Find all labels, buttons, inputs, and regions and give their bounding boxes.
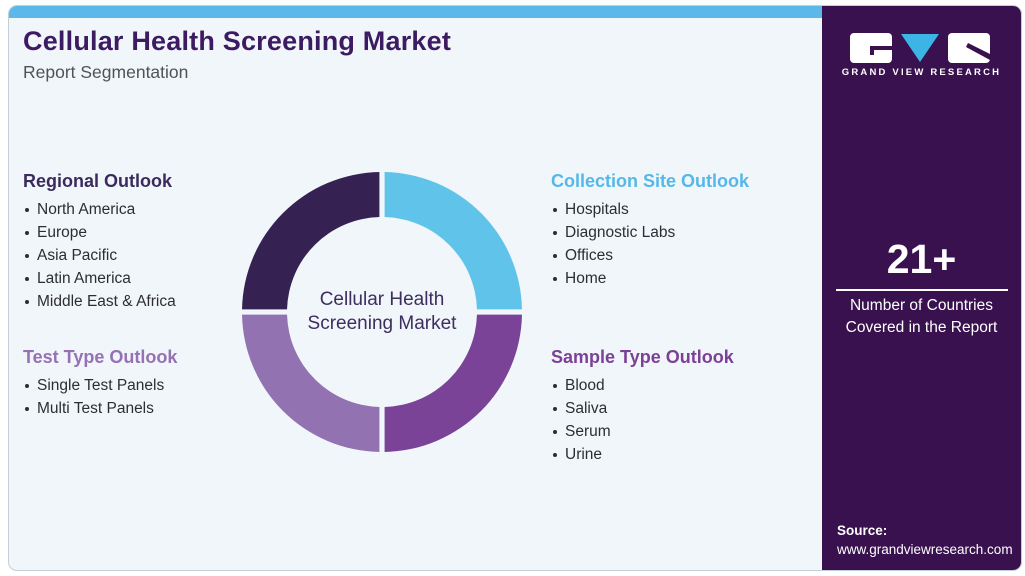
bullet-icon — [553, 276, 557, 281]
bullet-icon — [25, 383, 29, 388]
section-title-sample-type: Sample Type Outlook — [551, 347, 734, 367]
list-item: Urine — [551, 443, 791, 466]
list-item: Blood — [551, 374, 791, 397]
list-item: Single Test Panels — [23, 374, 253, 397]
donut-center-line1: Cellular Health — [319, 288, 445, 310]
stat-divider — [836, 289, 1008, 291]
stat-label-line1: Number of Countries — [849, 297, 993, 314]
donut-segment-sample-type — [384, 314, 522, 452]
bullet-icon — [25, 253, 29, 258]
countries-stat-label: Number of Countries Covered in the Repor… — [822, 295, 1021, 339]
bullet-icon — [25, 406, 29, 411]
list-item-label: Latin America — [37, 270, 131, 287]
source-label: Source: — [837, 523, 888, 538]
donut-segment-test-type — [242, 314, 380, 452]
donut-center-label: Cellular Health Screening Market — [232, 162, 532, 462]
donut-chart: Cellular Health Screening Market — [232, 162, 532, 462]
donut-rings — [242, 172, 522, 452]
bullet-icon — [25, 207, 29, 212]
list-item-label: Middle East & Africa — [37, 293, 176, 310]
list-item-label: Blood — [565, 377, 605, 394]
top-accent-bar — [9, 6, 824, 18]
page-subtitle: Report Segmentation — [23, 62, 189, 82]
list-item: North America — [23, 198, 253, 221]
bullet-icon — [25, 276, 29, 281]
donut-segment-collection-site — [384, 172, 522, 310]
list-item-label: Europe — [37, 224, 87, 241]
list-item: Latin America — [23, 267, 253, 290]
bullet-icon — [553, 230, 557, 235]
bullet-icon — [25, 299, 29, 304]
bullet-icon — [553, 406, 557, 411]
bullet-icon — [553, 429, 557, 434]
list-item-label: North America — [37, 201, 136, 218]
list-item: Middle East & Africa — [23, 290, 253, 313]
list-item: Multi Test Panels — [23, 397, 253, 420]
list-item-label: Serum — [565, 423, 611, 440]
main-panel: Cellular Health Screening Market Report … — [9, 6, 824, 572]
list-item-label: Hospitals — [565, 201, 629, 218]
donut-segment-regional — [242, 172, 380, 310]
list-item-label: Urine — [565, 446, 603, 463]
bullet-icon — [553, 207, 557, 212]
gvr-logo — [822, 30, 1021, 66]
list-item: Asia Pacific — [23, 244, 253, 267]
stat-label-line2: Covered in the Report — [845, 319, 998, 336]
list-item-label: Multi Test Panels — [37, 400, 154, 417]
list-item: Offices — [551, 244, 791, 267]
list-item: Hospitals — [551, 198, 791, 221]
brand-name: GRAND VIEW RESEARCH — [841, 67, 1002, 78]
list-item: Europe — [23, 221, 253, 244]
list-item: Diagnostic Labs — [551, 221, 791, 244]
source-block: Source: www.grandviewresearch.com — [837, 521, 1013, 559]
infographic-card: Cellular Health Screening Market Report … — [8, 5, 1022, 571]
list-item-label: Home — [565, 270, 607, 287]
gvr-logo-icon — [849, 33, 990, 63]
bullet-icon — [553, 253, 557, 258]
list-item-label: Offices — [565, 247, 613, 264]
list-item-label: Single Test Panels — [37, 377, 165, 394]
section-title-test-type: Test Type Outlook — [23, 347, 178, 367]
section-title-collection-site: Collection Site Outlook — [551, 171, 750, 191]
source-url[interactable]: www.grandviewresearch.com — [837, 542, 1013, 557]
donut-center-line2: Screening Market — [307, 313, 457, 334]
page-title: Cellular Health Screening Market — [23, 26, 452, 56]
brand-sidebar: GRAND VIEW RESEARCH 21+ Number of Countr… — [822, 6, 1021, 570]
bullet-icon — [553, 383, 557, 388]
list-item: Home — [551, 267, 791, 290]
bullet-icon — [25, 230, 29, 235]
list-item-label: Asia Pacific — [37, 247, 118, 264]
list-item: Serum — [551, 420, 791, 443]
bullet-icon — [553, 452, 557, 457]
list-item-label: Saliva — [565, 400, 608, 417]
list-item-label: Diagnostic Labs — [565, 224, 676, 241]
list-item: Saliva — [551, 397, 791, 420]
countries-stat-value: 21+ — [886, 236, 957, 282]
section-title-regional: Regional Outlook — [23, 171, 173, 191]
